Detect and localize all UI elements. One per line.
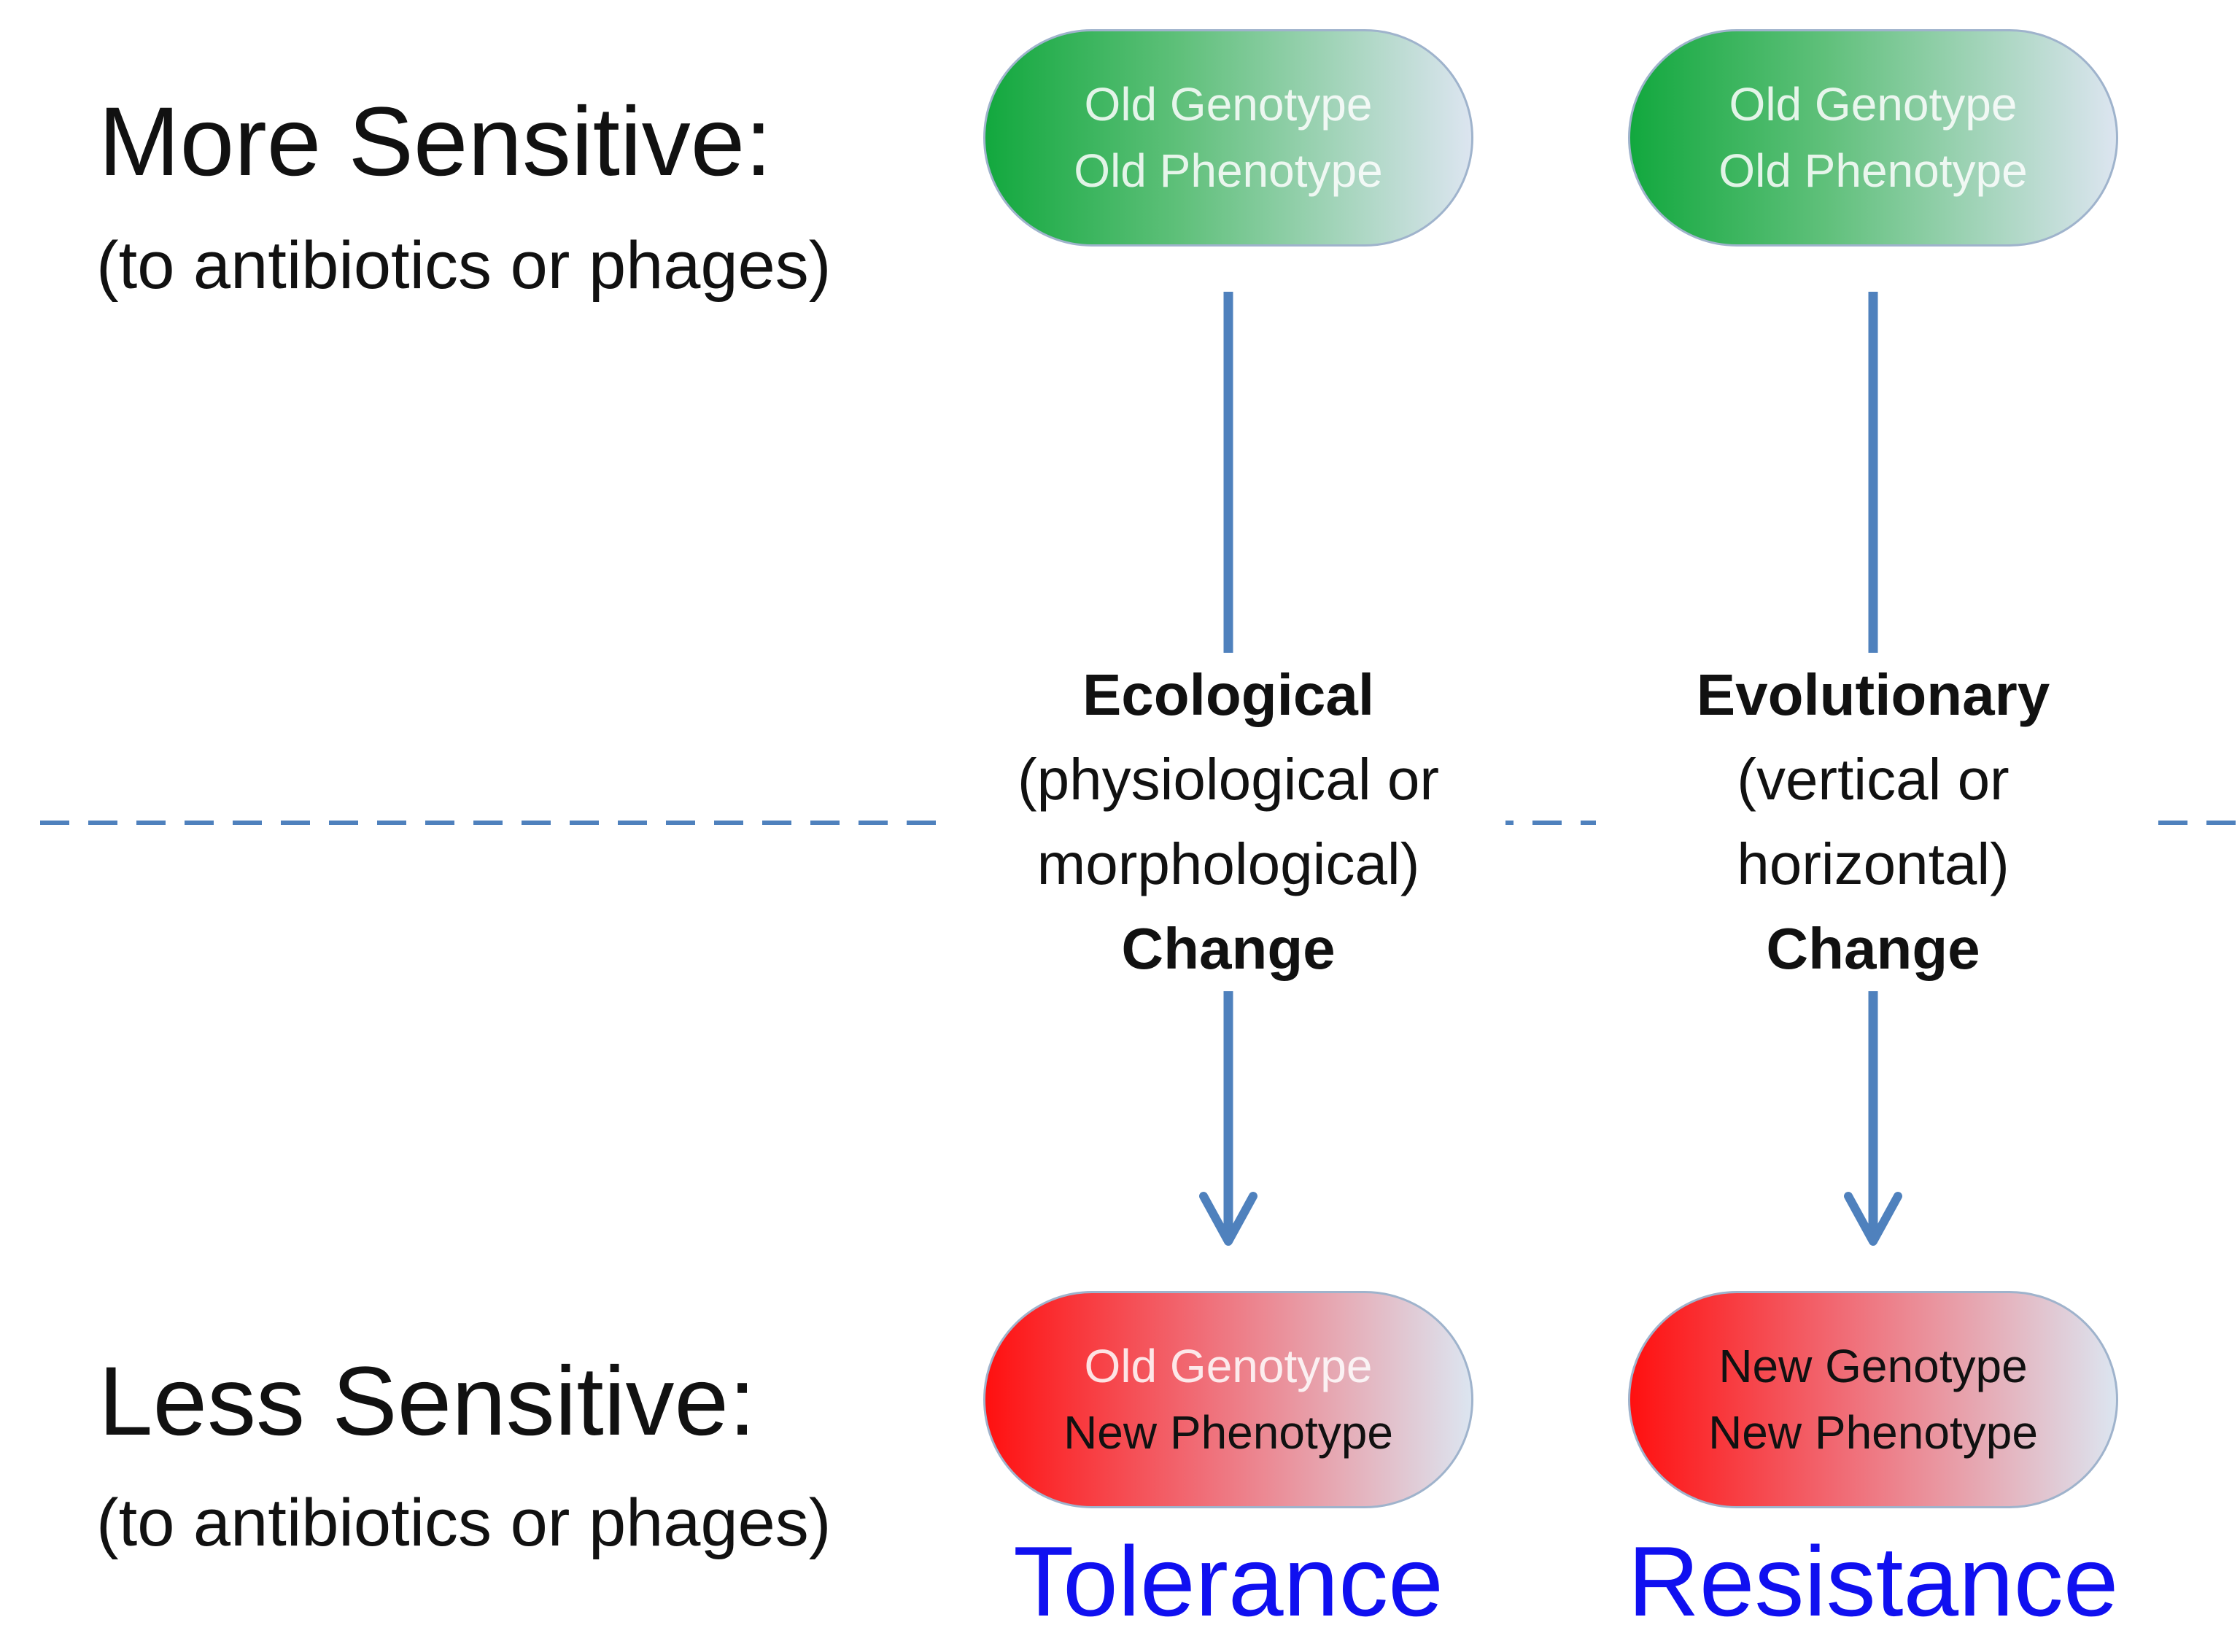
change-detail-line1: (vertical or: [1737, 747, 2010, 812]
less-sensitive-heading: Less Sensitive:: [98, 1347, 756, 1456]
change-title: Ecological: [1082, 662, 1375, 727]
change-suffix: Change: [1766, 916, 1980, 981]
pill-phenotype-label: New Phenotype: [1063, 1406, 1393, 1459]
pill-new-genotype-new-phenotype: New Genotype New Phenotype: [1628, 1291, 2118, 1508]
less-sensitive-subheading: (to antibiotics or phages): [96, 1486, 832, 1560]
change-suffix: Change: [1121, 916, 1336, 981]
ecological-change-label: Ecological (physiological or morphologic…: [951, 653, 1505, 991]
arrow-head-right: [1844, 1192, 1902, 1246]
pill-phenotype-label: Old Phenotype: [1718, 144, 2028, 197]
resistance-outcome: Resistance: [1627, 1526, 2119, 1637]
tolerance-outcome: Tolerance: [1013, 1526, 1443, 1637]
arrow-head-left: [1199, 1192, 1257, 1246]
change-detail-line2: morphological): [1036, 831, 1420, 896]
change-detail-line2: horizontal): [1737, 831, 2010, 896]
more-sensitive-subheading: (to antibiotics or phages): [96, 228, 832, 303]
pill-old-genotype-old-phenotype-left: Old Genotype Old Phenotype: [983, 29, 1473, 247]
change-detail-line1: (physiological or: [1017, 747, 1440, 812]
pill-genotype-label: Old Genotype: [1729, 78, 2018, 131]
more-sensitive-heading: More Sensitive:: [98, 88, 772, 196]
pill-old-genotype-old-phenotype-right: Old Genotype Old Phenotype: [1628, 29, 2118, 247]
pill-genotype-label: New Genotype: [1718, 1340, 2028, 1393]
pill-phenotype-label: Old Phenotype: [1074, 144, 1383, 197]
evolutionary-change-label: Evolutionary (vertical or horizontal) Ch…: [1596, 653, 2150, 991]
pill-phenotype-label: New Phenotype: [1708, 1406, 2038, 1459]
change-title: Evolutionary: [1696, 662, 2050, 727]
pill-genotype-label: Old Genotype: [1084, 1340, 1373, 1393]
pill-old-genotype-new-phenotype: Old Genotype New Phenotype: [983, 1291, 1473, 1508]
pill-genotype-label: Old Genotype: [1084, 78, 1373, 131]
